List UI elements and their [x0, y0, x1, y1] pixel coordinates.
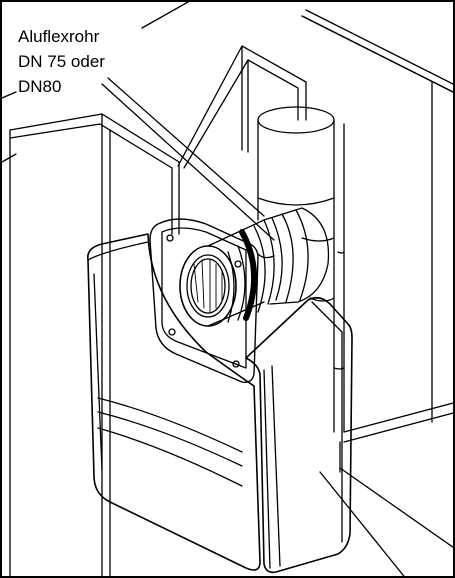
mounting-flange	[149, 218, 259, 384]
callout-leaders	[101, 77, 275, 241]
center-partition	[177, 45, 307, 169]
left-shaft	[9, 113, 180, 576]
floor-lines	[319, 402, 453, 576]
callout-line-2: DN 75 oder	[18, 52, 105, 71]
callout-line-3: DN80	[18, 77, 62, 96]
right-wall	[301, 9, 453, 423]
callout-label: Aluflexrohr DN 75 oder DN80	[18, 24, 168, 99]
unit-side-panel	[245, 296, 353, 574]
unit-casing	[86, 233, 261, 571]
pipe-adapter	[179, 207, 330, 327]
chimney-pipe	[257, 106, 345, 433]
callout-line-1: Aluflexrohr	[18, 27, 100, 46]
